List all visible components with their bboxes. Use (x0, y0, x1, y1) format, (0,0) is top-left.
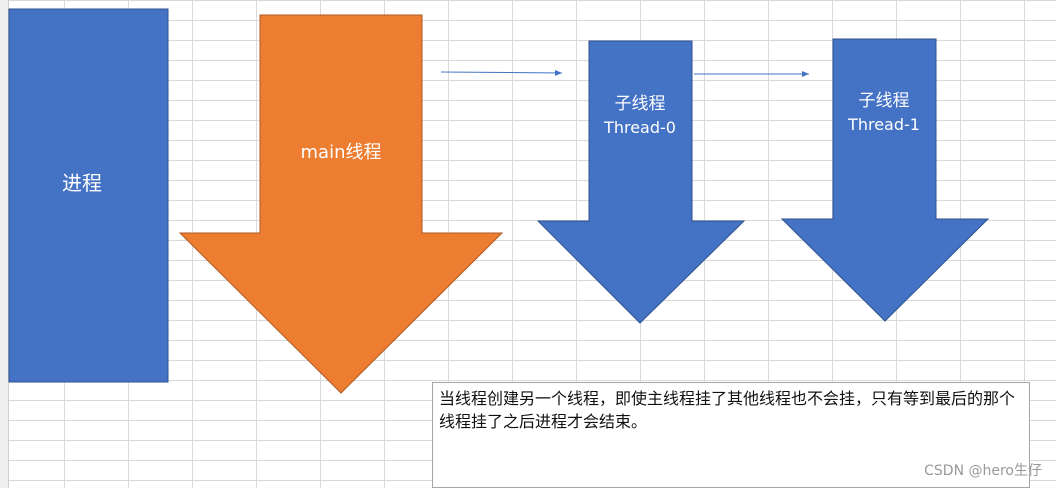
thread-0-label-line1: 子线程 (615, 94, 666, 114)
main-thread-arrow (178, 14, 504, 394)
main-thread-label: main线程 (301, 142, 382, 163)
thread-0-arrow (536, 40, 746, 324)
thread-1-label-line2: Thread-1 (847, 115, 920, 134)
note-textbox: 当线程创建另一个线程，即使主线程挂了其他线程也不会挂，只有等到最后的那个线程挂了… (432, 382, 1030, 488)
note-text: 当线程创建另一个线程，即使主线程挂了其他线程也不会挂，只有等到最后的那个线程挂了… (439, 389, 1016, 431)
thread-1-label-line1: 子线程 (859, 91, 910, 111)
process-box (8, 8, 169, 383)
connector-main-to-thread0 (440, 69, 563, 76)
watermark: CSDN @hero生仔 (924, 463, 1042, 479)
thread-0-label-line2: Thread-0 (603, 118, 676, 137)
thread-1-arrow (780, 38, 990, 322)
process-label: 进程 (62, 171, 102, 195)
